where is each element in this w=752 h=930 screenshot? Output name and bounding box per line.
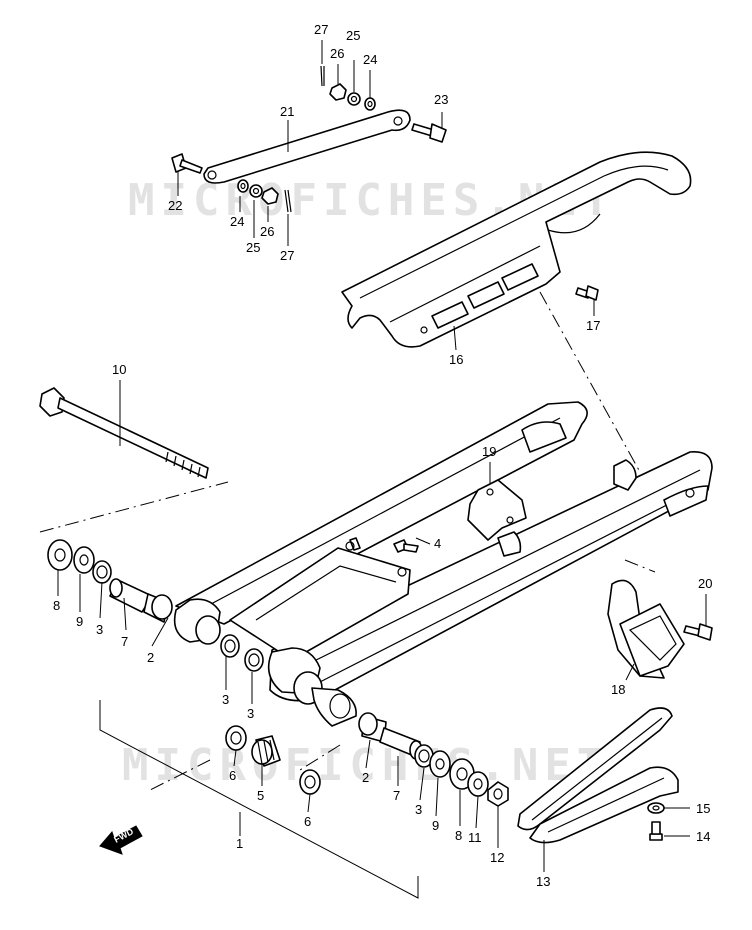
washer-9-right (429, 750, 451, 778)
seal-3-lower-b (244, 648, 264, 672)
callout-4: 4 (434, 536, 441, 551)
bolt-23 (411, 123, 447, 143)
callout-17: 17 (586, 318, 600, 333)
washer-24-upper (364, 97, 376, 111)
seal-3-lower-a (220, 634, 240, 658)
callout-11: 11 (468, 830, 482, 845)
callouts: 1 2 2 3 3 3 3 4 5 6 6 7 7 8 8 9 9 10 11 … (53, 22, 712, 889)
seal-3-left (92, 560, 112, 584)
callout-10: 10 (112, 362, 126, 377)
assembly-bracket-1 (99, 700, 419, 899)
callout-3-right: 3 (415, 802, 422, 817)
washer-11 (467, 771, 489, 797)
callout-18: 18 (611, 682, 625, 697)
callout-20: 20 (698, 576, 712, 591)
callout-24-upper: 24 (363, 52, 377, 67)
washer-15 (647, 802, 665, 814)
spacer-7-left (109, 578, 153, 613)
callout-7-left: 7 (121, 634, 128, 649)
bolt-22 (171, 153, 203, 174)
washer-25-lower (249, 184, 263, 198)
nut-26-lower (261, 187, 279, 205)
callout-5: 5 (257, 788, 264, 803)
callout-14: 14 (696, 829, 710, 844)
callout-25-upper: 25 (346, 28, 360, 43)
pivot-reference-line-left (149, 759, 211, 791)
callout-1: 1 (236, 836, 243, 851)
callout-9-left: 9 (76, 614, 83, 629)
watermark-bottom: MICROFICHES.NET (122, 740, 609, 791)
callout-3-left: 3 (96, 622, 103, 637)
callout-6-left: 6 (229, 768, 236, 783)
guard-reference-line (624, 559, 656, 573)
washer-9-left (73, 546, 95, 574)
forward-arrow-icon: FWD (99, 825, 143, 855)
callout-2-right: 2 (362, 770, 369, 785)
cotter-pin-27-lower (284, 189, 292, 213)
callout-27-lower: 27 (280, 248, 294, 263)
chain-slider (517, 707, 679, 844)
torque-link-rod (203, 109, 411, 184)
callout-26-upper: 26 (330, 46, 344, 61)
pivot-shaft (39, 387, 209, 479)
callout-22: 22 (168, 198, 182, 213)
washer-24-lower (237, 179, 249, 193)
callout-23: 23 (434, 92, 448, 107)
swingarm (173, 401, 713, 727)
washer-8-left (47, 539, 73, 571)
callout-8-left: 8 (53, 598, 60, 613)
nut-12 (487, 781, 509, 807)
callout-24-lower: 24 (230, 214, 244, 229)
chain-case-reference-line (539, 291, 641, 473)
nut-26-upper (329, 83, 347, 101)
callout-6-right: 6 (304, 814, 311, 829)
callout-27-upper: 27 (314, 22, 328, 37)
screw-14 (649, 821, 663, 841)
seal-6-right (299, 769, 321, 795)
callout-12: 12 (490, 850, 504, 865)
callout-9-right: 9 (432, 818, 439, 833)
chain-guide-bracket (607, 579, 685, 679)
bolt-20 (683, 623, 713, 641)
callout-7-right: 7 (393, 788, 400, 803)
callout-21: 21 (280, 104, 294, 119)
washer-25-upper (347, 92, 361, 106)
callout-8-right: 8 (455, 828, 462, 843)
callout-3-lower-a: 3 (222, 692, 229, 707)
pivot-reference-line-mid (299, 744, 341, 771)
callout-2-left: 2 (147, 650, 154, 665)
chain-case (341, 151, 692, 348)
callout-26-lower: 26 (260, 224, 274, 239)
callout-19: 19 (482, 444, 496, 459)
seal-6-left (225, 725, 247, 751)
bearing-5 (251, 735, 281, 767)
cotter-pin-27-upper (320, 65, 325, 87)
callout-3-lower-b: 3 (247, 706, 254, 721)
callout-16: 16 (449, 352, 463, 367)
callout-15: 15 (696, 801, 710, 816)
screw-17 (575, 285, 599, 301)
screw-4 (393, 539, 419, 553)
leader-lines (57, 40, 707, 872)
callout-13: 13 (536, 874, 550, 889)
axle-reference-line (39, 481, 229, 533)
callout-25-lower: 25 (246, 240, 260, 255)
bushing-2-left (143, 593, 173, 623)
bracket-19 (467, 479, 527, 541)
